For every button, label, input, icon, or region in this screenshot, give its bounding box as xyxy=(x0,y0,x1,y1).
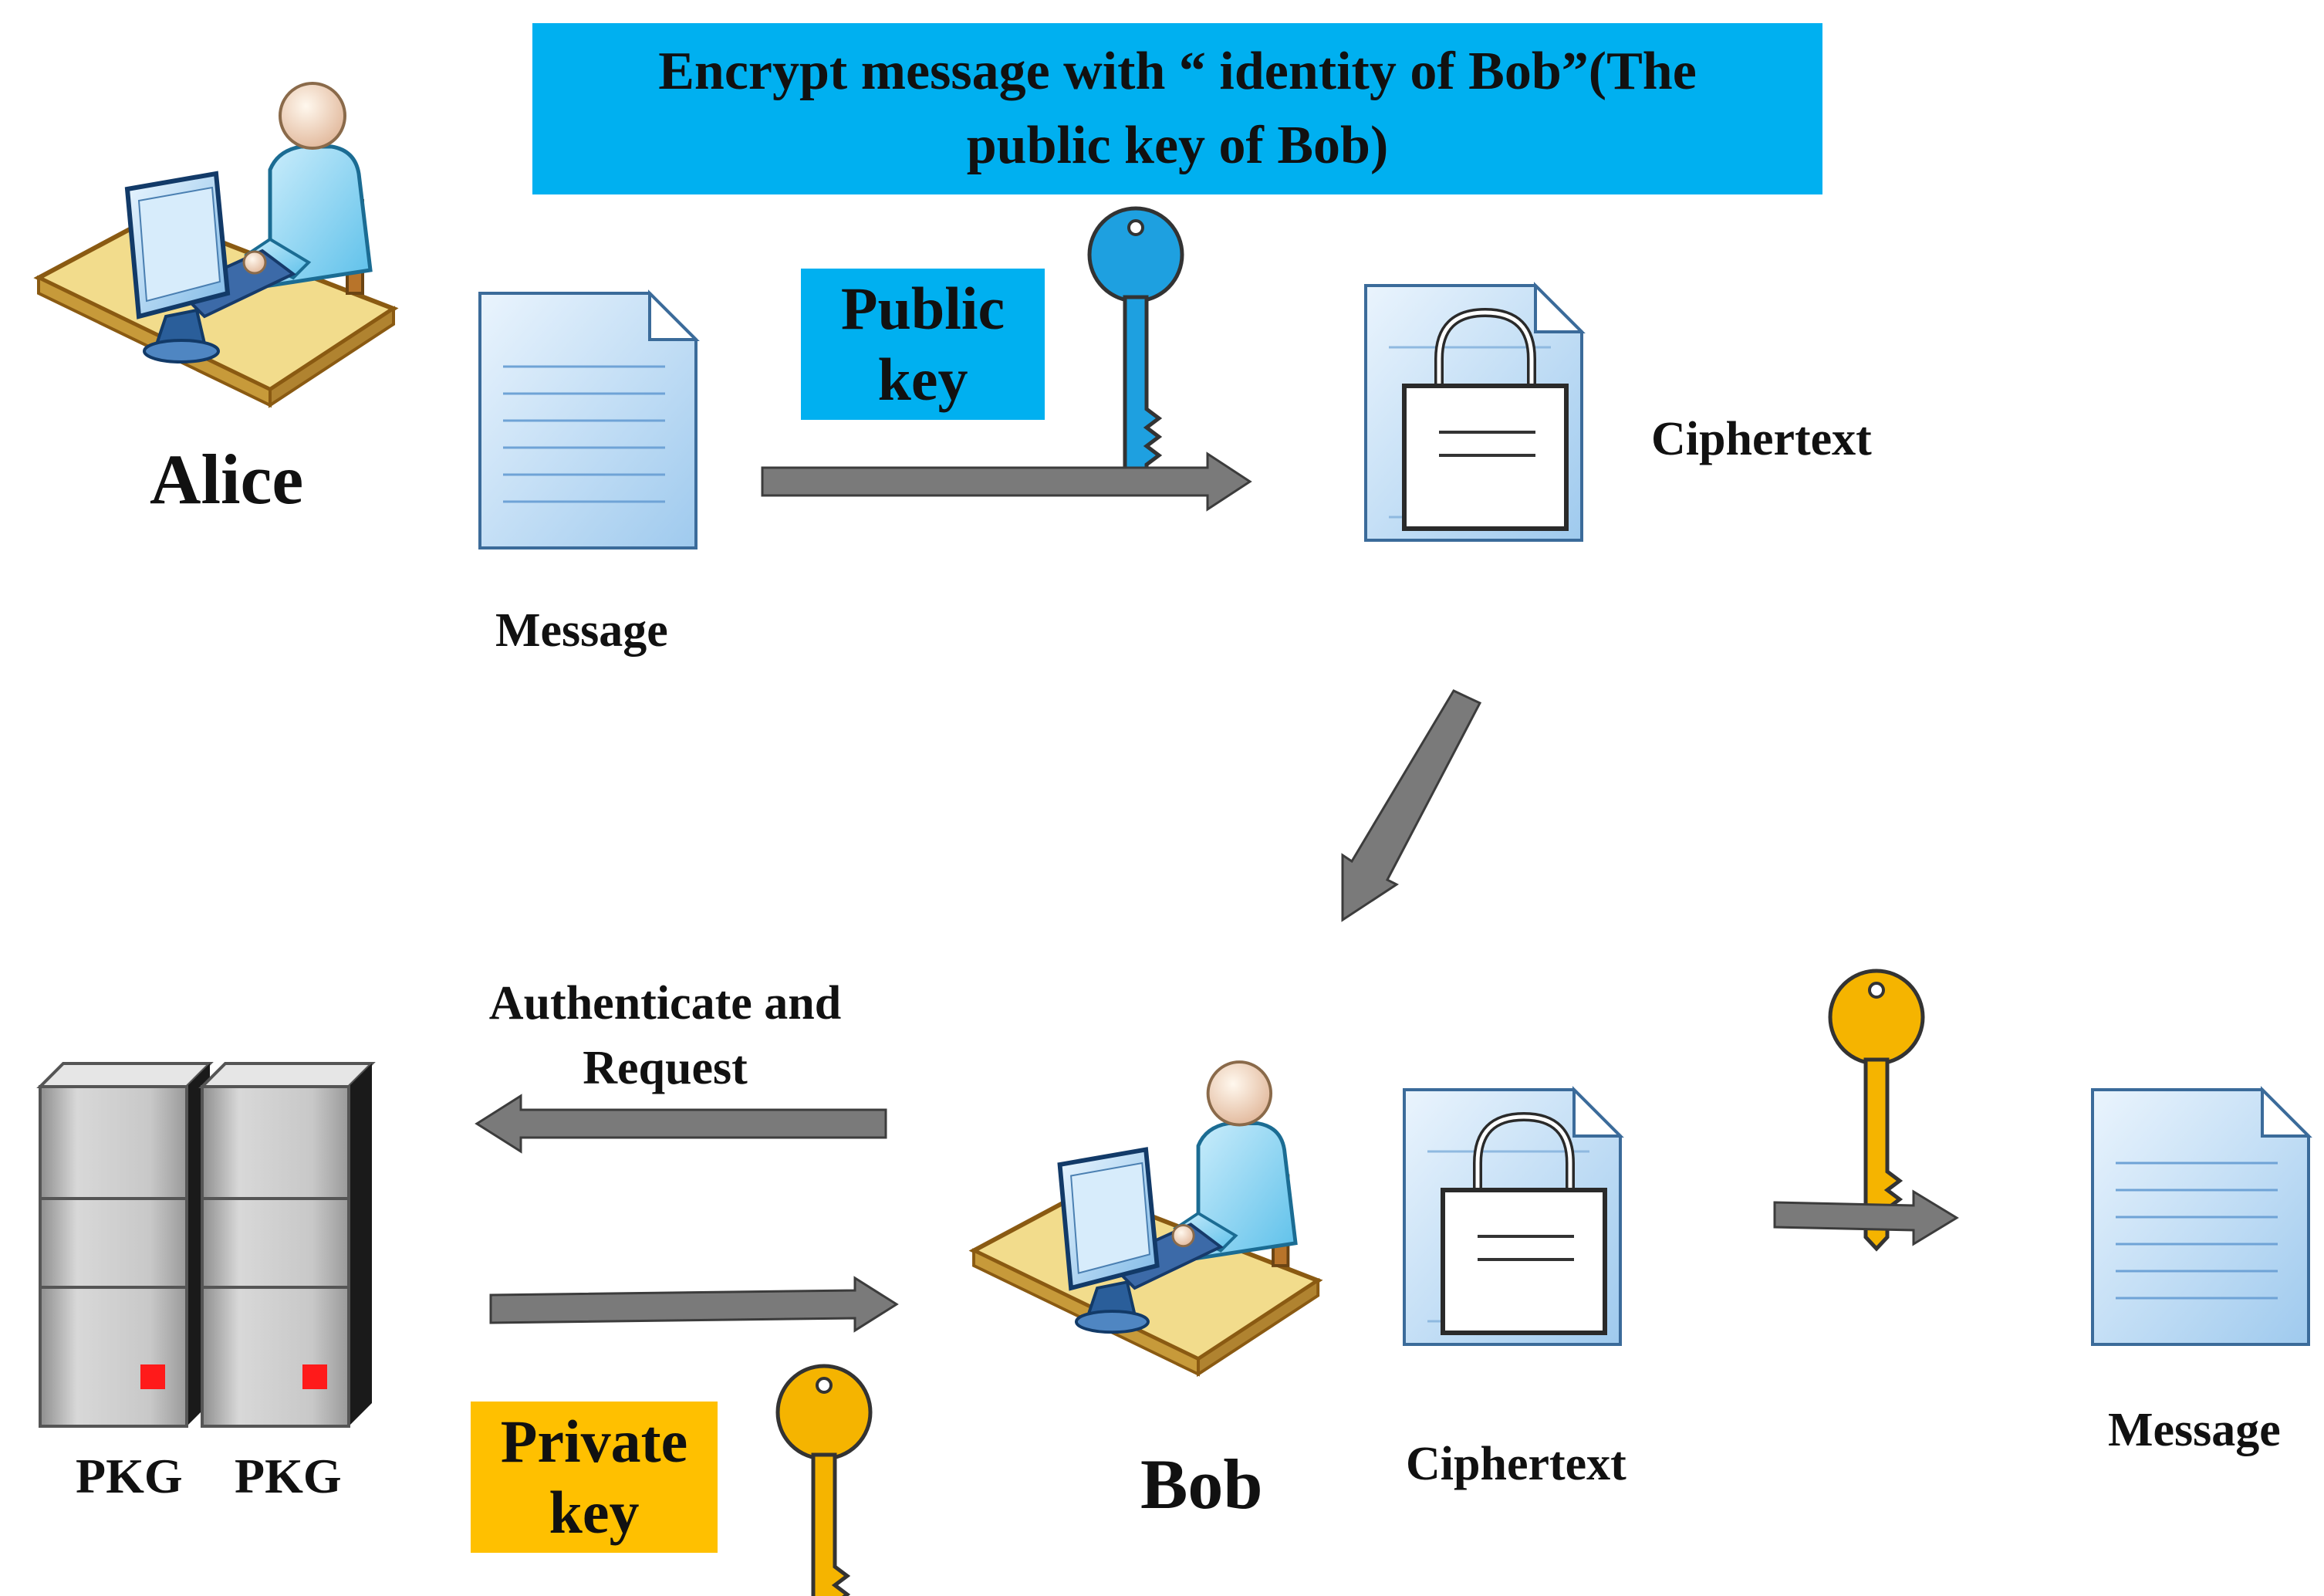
decrypted-message-document-icon xyxy=(2091,1088,2310,1346)
ciphertext-label-top: Ciphertext xyxy=(1651,413,1872,465)
message-label-top: Message xyxy=(495,604,668,657)
request-arrow xyxy=(475,1094,887,1154)
private-key-icon xyxy=(778,1366,870,1596)
pkg-server-icon-1 xyxy=(39,1062,211,1428)
public-key-label-box xyxy=(801,269,1045,420)
private-key-delivery-arrow xyxy=(489,1276,899,1333)
ciphertext-locked-document-icon xyxy=(1366,286,1582,540)
alice-person-icon xyxy=(39,83,394,405)
message-document-icon xyxy=(478,292,698,549)
alice-name: Alice xyxy=(150,440,304,519)
banner-text: Encrypt message with “ identity of Bob”(… xyxy=(658,42,1697,175)
banner-text-box: Encrypt message with “ identity of Bob”(… xyxy=(532,23,1822,194)
public-key-label: Public key xyxy=(840,275,1005,413)
pkg-label-2: PKG xyxy=(235,1449,342,1503)
public-key-icon xyxy=(1089,208,1182,486)
bob-person-icon xyxy=(974,1062,1318,1374)
message-label-bottom: Message xyxy=(2108,1404,2281,1456)
decrypt-arrow xyxy=(1773,1189,1959,1246)
private-key-label: Private key xyxy=(500,1408,688,1546)
auth-request-label: Authenticate and Request xyxy=(488,977,842,1094)
banner-box xyxy=(532,23,1822,194)
ciphertext-locked-document-icon-2 xyxy=(1404,1090,1620,1344)
ciphertext-label-bottom: Ciphertext xyxy=(1406,1438,1626,1490)
encrypt-arrow xyxy=(761,451,1252,512)
transmit-arrow xyxy=(1341,689,1482,922)
pkg-server-icon-2 xyxy=(201,1062,373,1428)
private-key-label-text-box: Private key xyxy=(471,1402,718,1553)
bob-name: Bob xyxy=(1140,1445,1263,1523)
private-key-label-box xyxy=(471,1402,718,1553)
public-key-label-text-box: Public key xyxy=(801,269,1045,420)
pkg-label-1: PKG xyxy=(76,1449,183,1503)
